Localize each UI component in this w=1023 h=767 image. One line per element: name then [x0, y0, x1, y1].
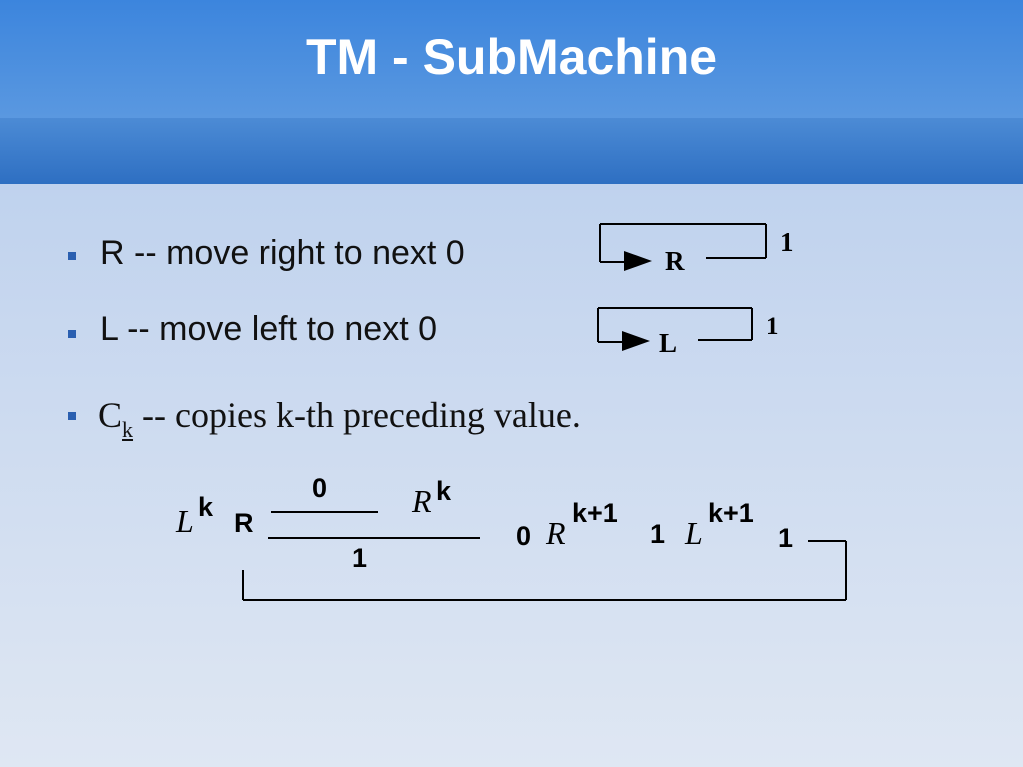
copy-script-l2: L — [684, 515, 703, 551]
l-machine-diagram — [597, 307, 753, 343]
copy-script-r2: R — [545, 515, 566, 551]
title-band — [0, 0, 1023, 118]
l-machine-loop-label: 1 — [766, 313, 779, 340]
copy-top-label: 0 — [312, 473, 327, 503]
title-band-lower — [0, 118, 1023, 184]
copy-machine-lines — [242, 511, 847, 601]
bullet-marker — [68, 252, 76, 260]
copy-sup-k: k — [198, 492, 214, 522]
ck-letter: C — [98, 395, 123, 435]
copy-r-state: R — [234, 508, 254, 538]
copy-script-l: L — [175, 503, 194, 539]
bullet-marker — [68, 412, 76, 420]
copy-sup-k1: k+1 — [572, 498, 618, 528]
bullet-l-text: L -- move left to next 0 — [100, 310, 437, 348]
bullet-ck-text: Ck -- copies k-th preceding value. — [98, 394, 581, 442]
l-arrow-icon — [622, 331, 650, 351]
r-machine-state: R — [665, 246, 685, 276]
copy-one-b: 1 — [778, 523, 793, 553]
copy-one-a: 1 — [650, 519, 665, 549]
bullet-marker — [68, 330, 76, 338]
l-machine-state: L — [659, 328, 677, 358]
r-machine-loop-label: 1 — [780, 227, 794, 257]
copy-sup-k1b: k+1 — [708, 498, 754, 528]
ck-subscript: k — [122, 417, 134, 442]
copy-bottom-label: 1 — [352, 543, 367, 573]
r-machine-diagram — [599, 223, 767, 263]
r-arrow-icon — [624, 251, 652, 271]
copy-sup-k-2: k — [436, 476, 452, 506]
copy-script-r: R — [411, 483, 432, 519]
copy-zero: 0 — [516, 521, 531, 551]
slide-title: TM - SubMachine — [305, 29, 718, 85]
ck-description: -- copies k-th preceding value. — [133, 395, 581, 435]
bullet-r-text: R -- move right to next 0 — [100, 234, 465, 272]
